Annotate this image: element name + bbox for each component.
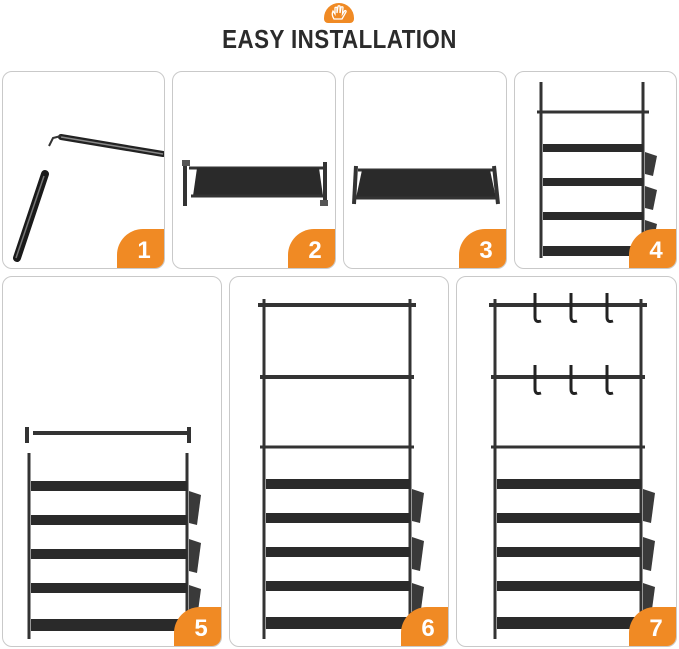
step-6-panel: 6: [229, 276, 449, 647]
step-6-illustration: [258, 299, 424, 639]
step-1-illustration: [13, 134, 164, 262]
page-title: EASY INSTALLATION: [222, 24, 457, 54]
step-5-illustration: [25, 427, 201, 639]
step-1-panel: 1: [2, 71, 165, 269]
step-7-illustration: [489, 293, 655, 639]
hand-icon: [324, 3, 354, 23]
step-1-badge: 1: [117, 229, 164, 268]
step-2-badge: 2: [288, 229, 335, 268]
step-4-badge: 4: [629, 229, 676, 268]
step-7-panel: 7: [456, 276, 677, 647]
step-2-panel: 2: [172, 71, 336, 269]
step-3-illustration: [352, 165, 500, 205]
step-3-badge: 3: [459, 229, 506, 268]
step-3-panel: 3: [343, 71, 507, 269]
step-4-panel: 4: [514, 71, 677, 269]
step-7-badge: 7: [629, 607, 676, 646]
step-6-badge: 6: [401, 607, 448, 646]
step-5-panel: 5: [2, 276, 222, 647]
step-5-badge: 5: [174, 607, 221, 646]
step-2-illustration: [182, 160, 328, 206]
